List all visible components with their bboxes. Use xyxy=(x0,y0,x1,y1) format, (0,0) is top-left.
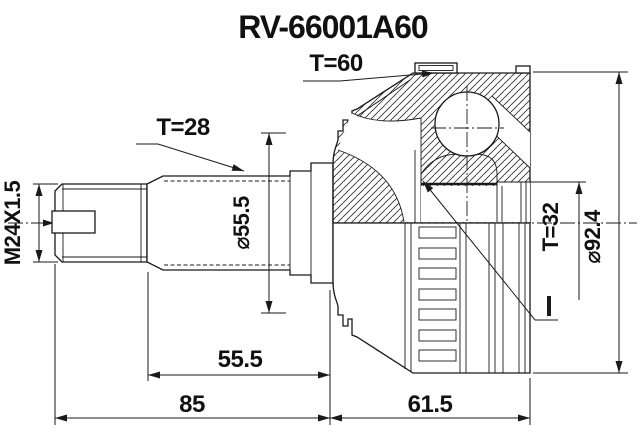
label-shaft-length: 85 xyxy=(179,391,205,418)
label-spline-length: 55.5 xyxy=(218,346,263,373)
centerline-arrow xyxy=(43,219,54,227)
label-boot-groove-diameter: ⌀55.5 xyxy=(229,196,254,250)
abs-ring-seat-right xyxy=(515,65,531,74)
dimension-lines xyxy=(33,70,628,425)
label-thread-spec: M24X1.5 xyxy=(0,180,25,265)
label-shaft-spline-teeth: T=28 xyxy=(156,114,210,141)
leader-t32 xyxy=(422,180,558,321)
outer-race-exterior xyxy=(332,222,531,374)
leader-t60 xyxy=(303,70,435,82)
abs-ring-seat xyxy=(414,62,458,74)
label-inner-spline-teeth: T=32 xyxy=(538,202,563,251)
label-outer-diameter: ⌀92.4 xyxy=(580,209,605,264)
outer-race-section xyxy=(332,62,531,238)
stub-shaft xyxy=(51,162,334,284)
label-body-length: 61.5 xyxy=(408,391,453,418)
part-number-title: RV-66001A60 xyxy=(238,9,428,45)
labels: RV-66001A60 T=60 T=28 M24X1.5 ⌀55.5 T=32… xyxy=(0,9,605,418)
label-outer-ring-teeth: T=60 xyxy=(309,50,363,77)
cotter-pin-slot xyxy=(51,210,96,234)
abs-tone-ring-teeth xyxy=(418,226,457,362)
leader-t28 xyxy=(136,143,245,172)
